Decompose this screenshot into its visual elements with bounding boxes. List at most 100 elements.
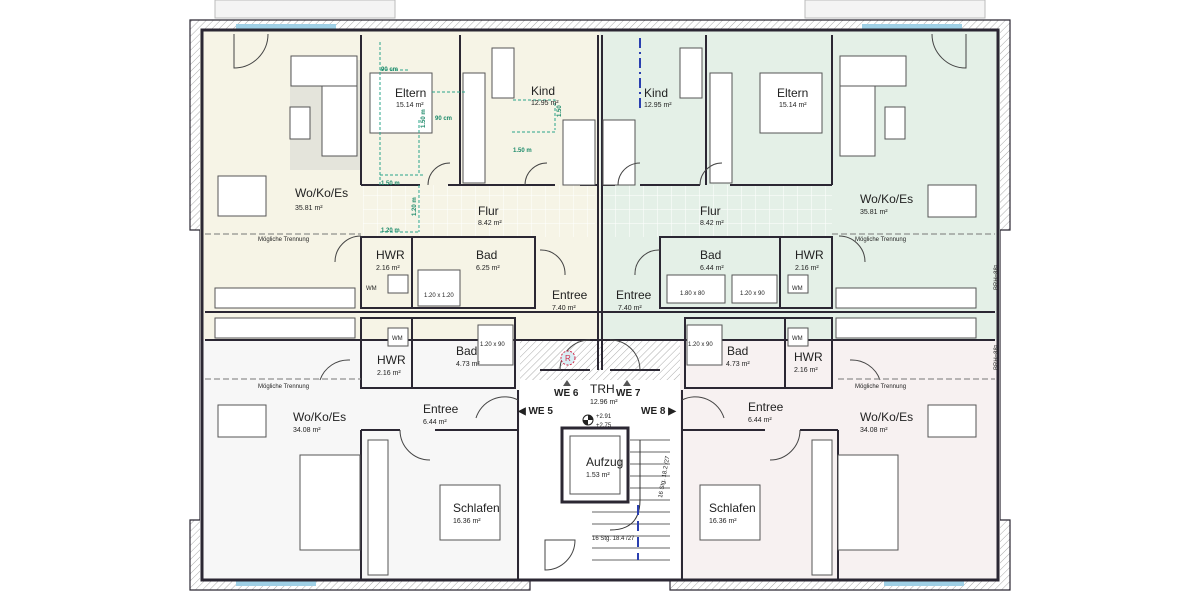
shower-size-label: 1.20 x 90 bbox=[740, 291, 765, 297]
room-name: Eltern bbox=[777, 86, 808, 100]
shower-size-label: 1.20 x 1.20 bbox=[424, 293, 454, 299]
window bbox=[884, 581, 964, 586]
room-name: Schlafen bbox=[709, 501, 756, 515]
dimension-label: 1.50 m bbox=[381, 181, 400, 187]
smoke-detector-icon: R bbox=[560, 350, 576, 366]
room-area: 2.16 m² bbox=[794, 367, 818, 374]
unit-label-we6: WE 6 bbox=[554, 388, 579, 399]
staircase bbox=[592, 439, 670, 561]
dimension-label: 1.50 bbox=[557, 105, 563, 117]
partition-label: Mögliche Trennung bbox=[855, 384, 906, 390]
room-name: Aufzug bbox=[586, 455, 623, 469]
arrow-up-icon bbox=[623, 380, 631, 386]
room-area: 6.25 m² bbox=[476, 265, 500, 272]
flur-tiles-left bbox=[363, 185, 595, 237]
room-area: 8.42 m² bbox=[700, 220, 724, 227]
room-name: Entree bbox=[423, 402, 459, 416]
room-name: Entree bbox=[616, 288, 652, 302]
window bbox=[862, 24, 962, 29]
room-name: HWR bbox=[376, 248, 405, 262]
room-area: 16.36 m² bbox=[453, 518, 481, 525]
room-name: Flur bbox=[478, 204, 499, 218]
room-name: TRH bbox=[590, 382, 615, 396]
washing-machine-label: WM bbox=[392, 336, 403, 342]
room-name: Wo/Ko/Es bbox=[860, 410, 913, 424]
sill-height-label: BRH=88⁵ bbox=[993, 344, 1000, 370]
room-name: Wo/Ko/Es bbox=[293, 410, 346, 424]
level-lower: +2.75 bbox=[596, 423, 612, 429]
room-area: 2.16 m² bbox=[795, 265, 819, 272]
room-area: 2.16 m² bbox=[376, 265, 400, 272]
partition-label: Mögliche Trennung bbox=[855, 237, 906, 243]
room-area: 6.44 m² bbox=[748, 417, 772, 424]
sill-height-label: BRH=88⁵ bbox=[993, 264, 1000, 290]
room-area: 4.73 m² bbox=[456, 361, 480, 368]
room-area: 15.14 m² bbox=[779, 102, 807, 109]
arrow-up-icon bbox=[563, 380, 571, 386]
dimension-label: 90 cm bbox=[381, 67, 398, 73]
doors bbox=[233, 33, 967, 571]
room-area: 6.44 m² bbox=[700, 265, 724, 272]
room-name: HWR bbox=[377, 353, 406, 367]
flur-tiles-right bbox=[600, 185, 832, 237]
bathtub-size-label: 1.80 x 80 bbox=[680, 291, 705, 297]
room-name: Kind bbox=[531, 84, 555, 98]
room-area: 6.44 m² bbox=[423, 419, 447, 426]
balcony-right bbox=[804, 0, 986, 19]
furniture bbox=[214, 47, 977, 576]
room-name: Bad bbox=[456, 344, 477, 358]
room-name: Wo/Ko/Es bbox=[860, 192, 913, 206]
shower-size-label: 1.20 x 90 bbox=[688, 342, 713, 348]
dimension-label: 1.20 m bbox=[381, 228, 400, 234]
room-name: HWR bbox=[794, 350, 823, 364]
level-marker-icon bbox=[582, 414, 594, 426]
svg-text:R: R bbox=[565, 354, 571, 363]
room-area: 15.14 m² bbox=[396, 102, 424, 109]
level-upper: +2.91 bbox=[596, 414, 612, 420]
dimension-label: 1.50 m bbox=[421, 109, 427, 128]
room-area: 34.08 m² bbox=[293, 427, 321, 434]
unit-label-we5: ◀ WE 5 bbox=[517, 406, 553, 417]
room-area: 16.36 m² bbox=[709, 518, 737, 525]
room-name: Bad bbox=[727, 344, 748, 358]
room-area: 12.95 m² bbox=[644, 102, 672, 109]
room-area: 2.16 m² bbox=[377, 370, 401, 377]
room-name: Flur bbox=[700, 204, 721, 218]
balcony-left bbox=[214, 0, 396, 19]
room-name: Wo/Ko/Es bbox=[295, 186, 348, 200]
washing-machine-label: WM bbox=[366, 286, 377, 292]
room-area: 1.53 m² bbox=[586, 472, 610, 479]
shower-size-label: 1.20 x 90 bbox=[480, 342, 505, 348]
room-area: 35.81 m² bbox=[860, 209, 888, 216]
dimension-guides bbox=[379, 42, 556, 233]
window bbox=[236, 24, 336, 29]
stair-count-label: 16 Stg. 18.4 /27 bbox=[592, 536, 635, 542]
room-area: 4.73 m² bbox=[726, 361, 750, 368]
room-labels: Wo/Ko/Es 35.81 m² Eltern 15.14 m² Kind 1… bbox=[293, 84, 913, 525]
partition-label: Mögliche Trennung bbox=[258, 384, 309, 390]
room-area: 7.40 m² bbox=[552, 305, 576, 312]
room-name: Entree bbox=[552, 288, 588, 302]
room-name: HWR bbox=[795, 248, 824, 262]
room-area: 12.95 m² bbox=[531, 100, 559, 107]
room-name: Bad bbox=[476, 248, 497, 262]
dimension-label: 1.50 m bbox=[513, 148, 532, 154]
room-name: Bad bbox=[700, 248, 721, 262]
room-name: Schlafen bbox=[453, 501, 500, 515]
room-area: 7.40 m² bbox=[618, 305, 642, 312]
room-name: Eltern bbox=[395, 86, 426, 100]
window bbox=[236, 581, 316, 586]
room-area: 34.08 m² bbox=[860, 427, 888, 434]
dimension-label: 1.20 m bbox=[412, 197, 418, 216]
unit-label-we7: WE 7 bbox=[616, 388, 641, 399]
elevator-shaft bbox=[560, 426, 630, 504]
room-area: 8.42 m² bbox=[478, 220, 502, 227]
washing-machine-label: WM bbox=[792, 286, 803, 292]
room-name: Kind bbox=[644, 86, 668, 100]
room-area: 35.81 m² bbox=[295, 205, 323, 212]
room-area: 12.96 m² bbox=[590, 399, 618, 406]
washing-machine-label: WM bbox=[792, 336, 803, 342]
unit-label-we8: WE 8 ▶ bbox=[641, 406, 677, 417]
room-name: Entree bbox=[748, 400, 784, 414]
